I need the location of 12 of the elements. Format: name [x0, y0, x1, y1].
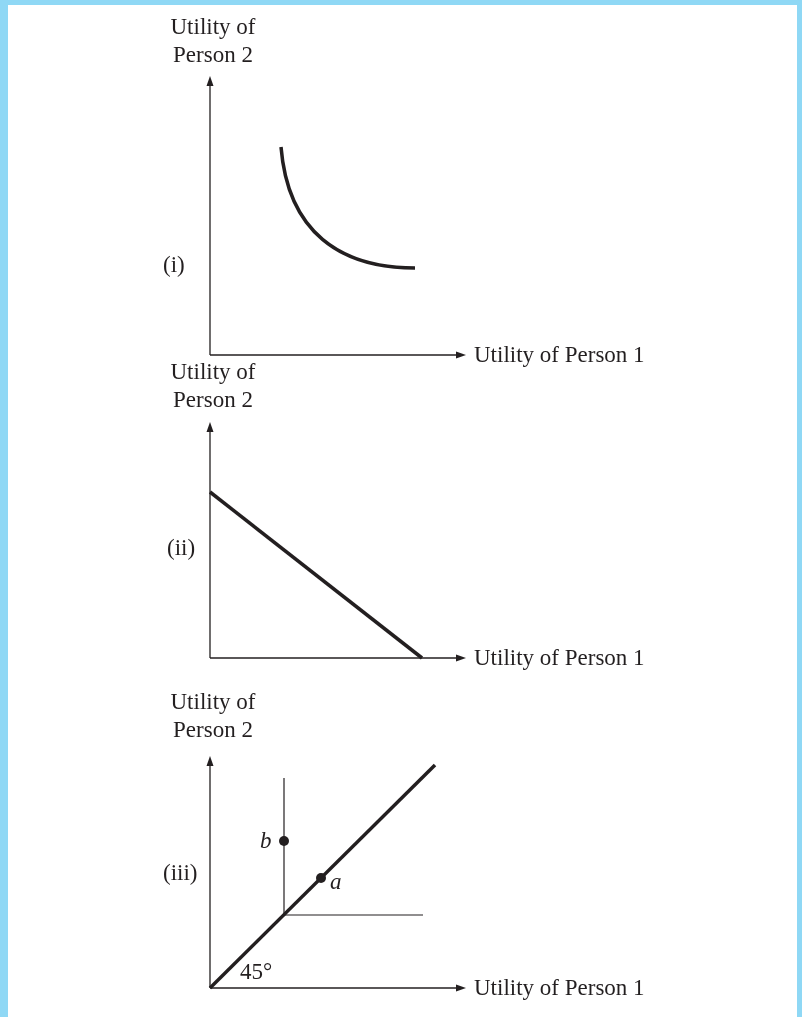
- panel-label: (iii): [163, 859, 198, 887]
- axis-title: Utility of Person 2: [169, 688, 257, 744]
- angle-label: 45°: [240, 958, 273, 986]
- axis-title: Utility of Person 1: [474, 974, 645, 1002]
- axis-title: Utility of Person 1: [474, 644, 645, 672]
- axis-title: Utility of Person 1: [474, 341, 645, 369]
- axis-title: Utility of Person 2: [169, 13, 257, 69]
- point-label: a: [330, 868, 342, 896]
- point-label: b: [260, 827, 272, 855]
- panel-label: (ii): [167, 534, 196, 562]
- axis-title: Utility of Person 2: [169, 358, 257, 414]
- panel-label: (i): [163, 251, 185, 279]
